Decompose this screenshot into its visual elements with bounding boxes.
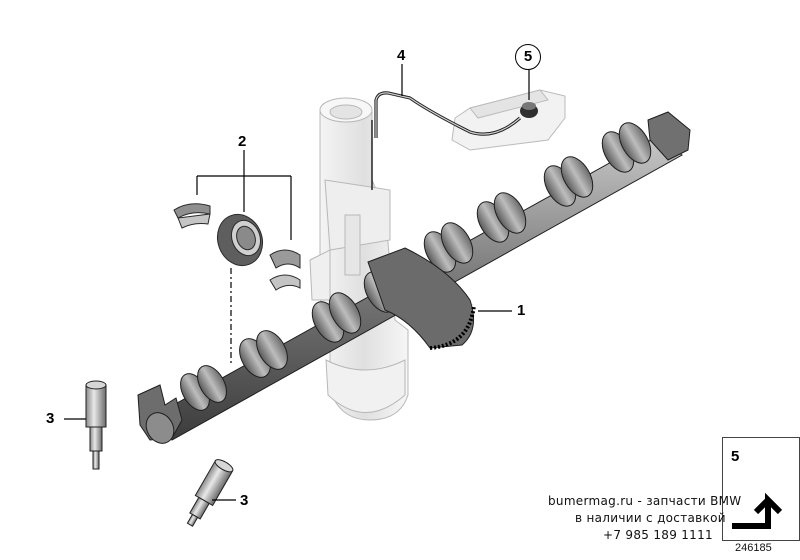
pin-upper [85,380,107,470]
callout-3-lower: 3 [240,492,249,509]
watermark-line-3: +7 985 189 1111 [603,528,713,542]
gear-segment [367,247,476,350]
callout-5: 5 [515,44,541,70]
bearing-shell-upper [173,203,211,229]
callout-4: 4 [397,47,406,64]
watermark-line-2: в наличии с доставкой [575,511,726,525]
watermark-line-1: bumermag.ru - запчасти BMW [548,494,742,508]
bearing-shell-lower [269,249,301,291]
pin-lower [186,459,234,527]
sensor-head [520,102,538,118]
legend-arrow-icon [732,492,783,529]
needle-bearing [216,213,264,267]
callout-2: 2 [238,133,247,150]
callout-1: 1 [517,302,526,319]
leader-lines-part-2 [196,150,292,365]
sensor-bracket-ghost [451,89,566,151]
legend-number: 5 [731,448,740,465]
sensor-cable [371,91,522,190]
diagram-id: 246185 [735,542,772,554]
callout-3-upper: 3 [46,410,55,427]
